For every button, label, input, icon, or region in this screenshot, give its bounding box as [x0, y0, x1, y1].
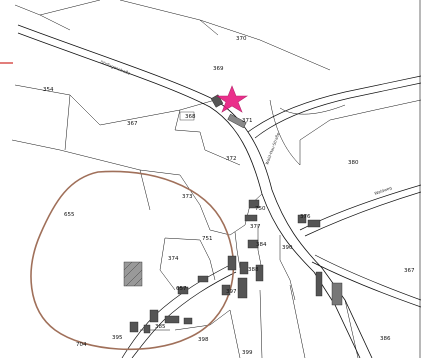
- parcel-number: 376: [300, 214, 311, 220]
- star-marker-icon[interactable]: [216, 85, 248, 113]
- buildings: [123, 94, 343, 334]
- building: [123, 261, 143, 287]
- parcel-boundaries: [11, 0, 421, 359]
- building: [179, 111, 195, 121]
- parcel-number: 657: [176, 286, 187, 292]
- building: [221, 284, 231, 296]
- parcel-number: 385: [155, 324, 166, 330]
- hatched-building: [123, 261, 143, 287]
- parcel-number: 368: [185, 114, 196, 120]
- road-label: Waldweg: [374, 185, 393, 196]
- parcel-number: 398: [198, 337, 209, 343]
- building: [183, 317, 193, 325]
- building: [210, 94, 224, 108]
- parcel-number: 371: [242, 118, 253, 124]
- parcel-numbers: 370 369 354 367 368 371 372 380 373 750 …: [43, 36, 415, 356]
- parcel-number: 386: [380, 336, 391, 342]
- building: [227, 255, 237, 271]
- building: [149, 309, 159, 323]
- parcel-number: 374: [168, 256, 179, 262]
- parcel-number: 370: [236, 36, 247, 42]
- parcel-number: 390: [282, 245, 293, 251]
- building: [239, 261, 249, 275]
- parcel-number: 388: [248, 267, 259, 273]
- parcel-number: 399: [242, 350, 253, 356]
- building: [315, 271, 323, 297]
- building: [255, 264, 264, 282]
- building: [197, 275, 209, 283]
- upper-road: [247, 75, 421, 139]
- building: [247, 239, 259, 249]
- building: [237, 277, 248, 299]
- parcel-number: 750: [255, 206, 266, 212]
- parcel-number: 397: [226, 289, 237, 295]
- building: [248, 199, 260, 209]
- building: [331, 282, 343, 306]
- parcel-number: 377: [250, 224, 261, 230]
- parcel-number: 751: [202, 236, 213, 242]
- building: [244, 214, 258, 222]
- parcel-number: 367: [127, 121, 138, 127]
- parcel-number: 369: [213, 66, 224, 72]
- parcel-number: 372: [226, 156, 237, 162]
- building: [227, 113, 247, 129]
- parcel-number: 384: [256, 242, 267, 248]
- parcel-number: 380: [348, 160, 359, 166]
- highlight-circle: [30, 170, 235, 351]
- parcel-number: 367: [404, 268, 415, 274]
- building: [297, 214, 307, 224]
- building: [143, 324, 151, 334]
- building: [177, 286, 189, 295]
- building: [307, 219, 321, 228]
- parcel-number: 395: [112, 335, 123, 341]
- building: [129, 321, 139, 333]
- parcel-number: 373: [182, 194, 193, 200]
- parcel-number: 354: [43, 87, 54, 93]
- parcel-number: 704: [76, 342, 87, 348]
- parcel-number: 655: [64, 212, 75, 218]
- building: [164, 315, 180, 324]
